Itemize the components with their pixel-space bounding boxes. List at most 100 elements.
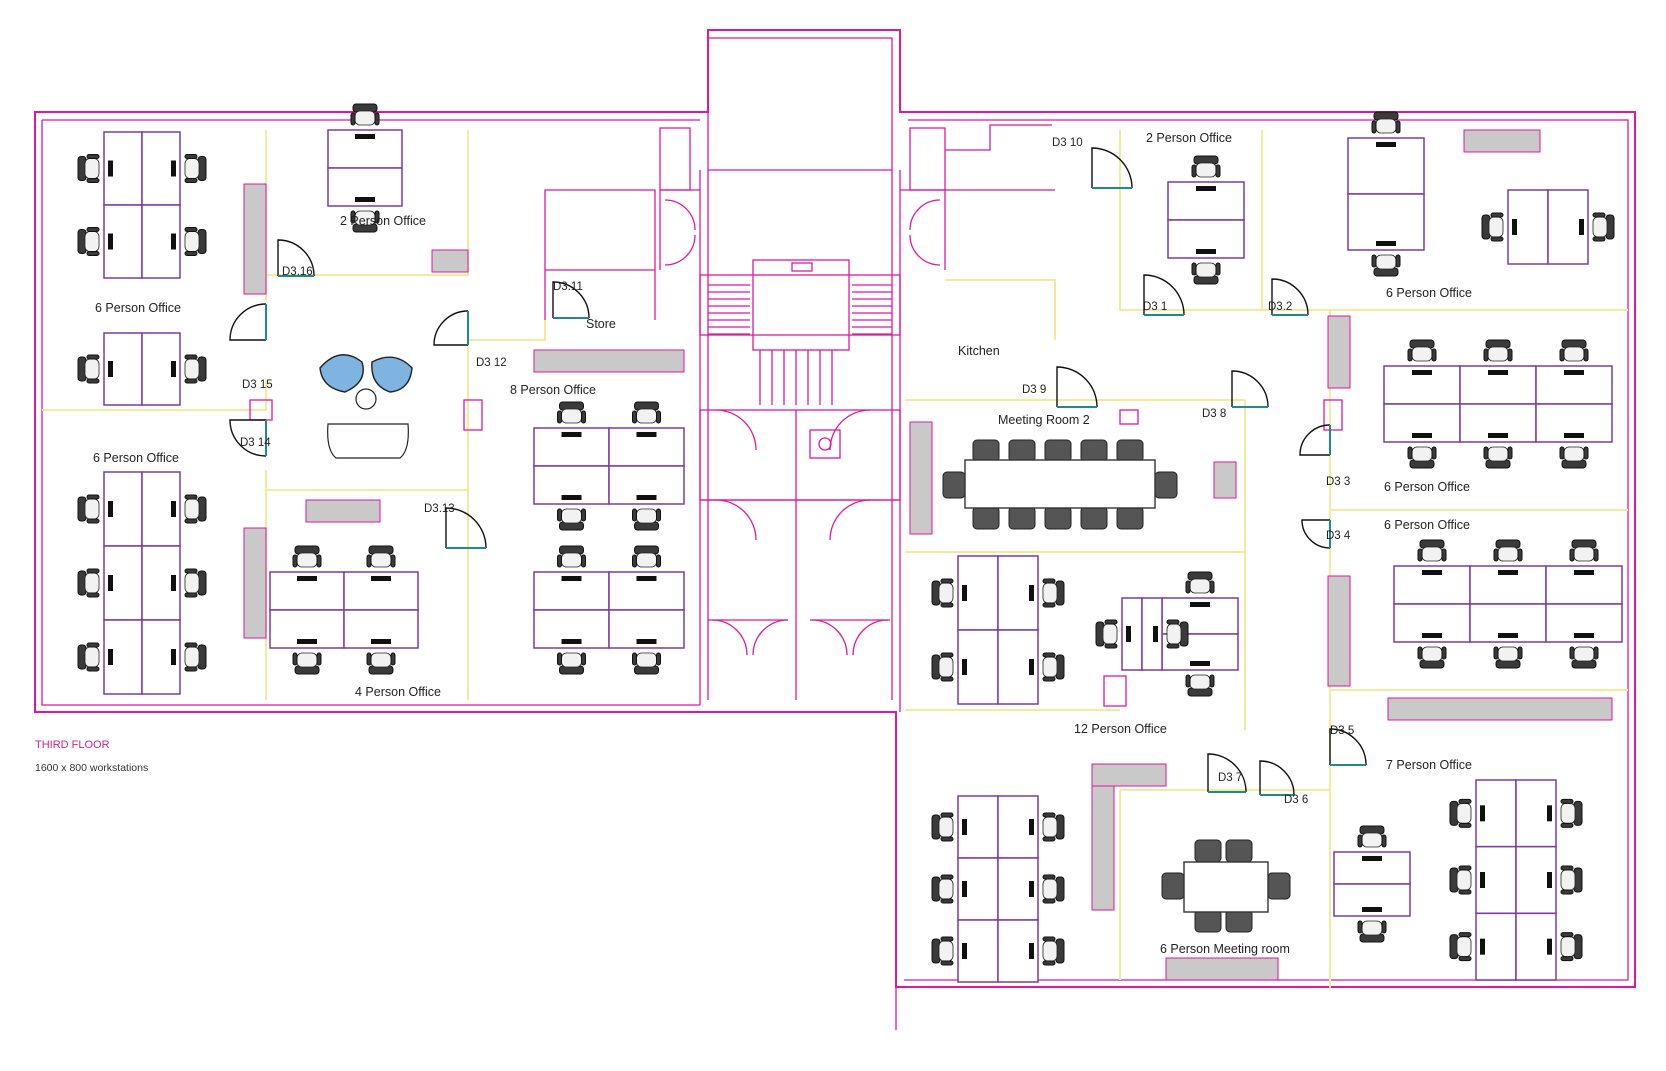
chair (557, 508, 586, 531)
chair (1191, 262, 1221, 285)
room-label-meeting-room-2: Meeting Room 2 (998, 413, 1090, 427)
meeting-chair (972, 439, 1000, 463)
meeting-6-table (1161, 839, 1291, 933)
monitor (1480, 805, 1485, 822)
meeting-chair (1008, 506, 1036, 530)
meeting-chair (1044, 506, 1072, 530)
meeting-chair (1116, 439, 1144, 463)
monitor (1029, 585, 1034, 601)
monitor (962, 819, 967, 835)
monitor (1029, 659, 1034, 675)
room-label-6-person-office: 6 Person Office (93, 451, 179, 465)
monitor (171, 501, 176, 517)
chair (77, 227, 100, 256)
chair (1559, 446, 1589, 469)
chair (1357, 825, 1387, 848)
chair (184, 227, 207, 256)
monitor (108, 160, 113, 177)
breakout-seating (319, 354, 413, 459)
monitor (1029, 881, 1034, 897)
chair (292, 652, 322, 675)
monitor (1574, 633, 1594, 638)
door-label: D3 7 (1218, 772, 1242, 784)
chair (632, 401, 661, 424)
meeting-chair (1225, 839, 1253, 863)
door-swing (445, 507, 487, 549)
room-label-2-person-office: 2 Person Office (1146, 131, 1232, 145)
door-label: D3 10 (1052, 137, 1083, 149)
chair (350, 210, 380, 233)
monitor (1512, 219, 1517, 235)
monitor (1480, 872, 1485, 888)
chair (1560, 865, 1583, 895)
desk (997, 857, 1039, 921)
meeting-chair (1008, 439, 1036, 463)
door-label: D3 8 (1202, 408, 1226, 420)
door-label: D3 1 (1143, 301, 1167, 313)
door-swing (1271, 278, 1309, 316)
door-label: D3 6 (1284, 794, 1308, 806)
chair (77, 354, 100, 384)
chair (1483, 446, 1513, 469)
chair (1371, 111, 1401, 134)
monitor (1422, 633, 1442, 638)
desk (533, 571, 610, 611)
monitor (962, 659, 967, 675)
chair (184, 568, 207, 598)
desk (1347, 193, 1425, 251)
chair (292, 545, 322, 568)
monitor (355, 197, 375, 202)
chair (1357, 920, 1387, 943)
chair (1042, 652, 1065, 682)
legend: THIRD FLOOR 1600 x 800 workstations (35, 739, 148, 774)
door-label: D3.13 (424, 503, 455, 515)
monitor (1190, 661, 1210, 666)
chair (1560, 932, 1583, 962)
monitor (171, 160, 176, 177)
monitor (561, 639, 582, 644)
room-label-12-person-office: 12 Person Office (1074, 722, 1167, 736)
outer-walls (34, 29, 1636, 1030)
room-label-6-person-office: 6 Person Office (1386, 286, 1472, 300)
chair (366, 545, 396, 568)
meeting-chair (942, 471, 966, 499)
monitor (1488, 370, 1508, 375)
door-swing (1299, 424, 1331, 456)
chair (557, 545, 586, 568)
meeting-chair (1161, 872, 1185, 900)
chair (1191, 155, 1221, 178)
monitor (1376, 241, 1396, 246)
chair (366, 652, 396, 675)
monitor (561, 432, 582, 437)
door-label: D3 15 (242, 379, 273, 391)
desk (1347, 137, 1425, 195)
chair (931, 578, 954, 608)
monitor (371, 576, 391, 581)
monitor (1547, 805, 1552, 822)
chair (1042, 812, 1065, 842)
room-labels: 6 Person Office 6 Person Office 2 Person… (93, 131, 1472, 956)
monitor (171, 361, 176, 377)
chair (1407, 446, 1437, 469)
monitor (108, 649, 113, 665)
storage-units (243, 129, 1613, 981)
room-label-2-person-office: 2 Person Office (340, 214, 426, 228)
chair (1042, 874, 1065, 904)
chair (1042, 936, 1065, 966)
chair (77, 154, 100, 183)
meeting-chair (1044, 439, 1072, 463)
meeting-chair (1225, 909, 1253, 933)
meeting-chair (972, 506, 1000, 530)
monitor (1564, 370, 1584, 375)
chair (931, 936, 954, 966)
door-labels: D3 10 D3.16 D3.11 D3 15 D3 12 D3 14 D3.1… (240, 137, 1354, 806)
room-label-8-person-office: 8 Person Office (510, 383, 596, 397)
monitor (108, 233, 113, 250)
chair (1449, 932, 1472, 962)
monitor (355, 134, 375, 139)
door-swing (1329, 728, 1367, 766)
monitor (962, 585, 967, 601)
workstation-note: 1600 x 800 workstations (35, 762, 148, 774)
door-swing (552, 281, 590, 319)
door-swing (1301, 519, 1331, 549)
